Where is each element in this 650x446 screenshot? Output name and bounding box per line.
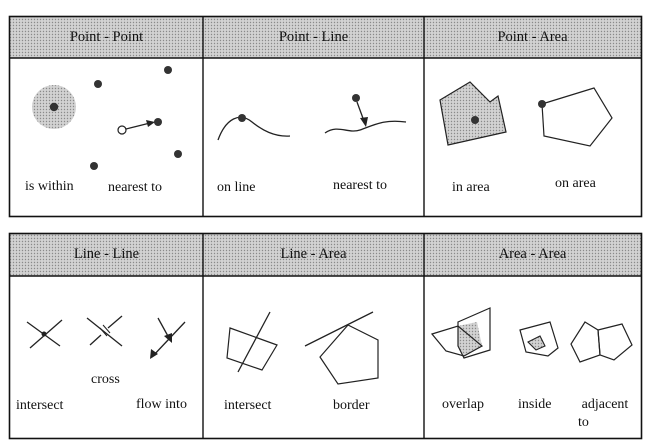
la-intersect-figure: [226, 311, 278, 373]
label-on-area: on area: [555, 176, 596, 191]
label-in-area: in area: [452, 180, 490, 195]
flow-into-figure: [150, 317, 186, 359]
label-adjacent-to: to: [578, 415, 589, 430]
label-is-within: is within: [25, 179, 74, 194]
header-line-line: Line - Line: [73, 246, 140, 262]
outer-area: [519, 321, 559, 357]
line-b: [107, 315, 123, 329]
area-a: [430, 325, 484, 357]
line: [217, 116, 291, 141]
inner-area: [527, 335, 546, 351]
label-flow-into: flow into: [136, 397, 187, 412]
border-figure: [304, 311, 379, 385]
label-overlap: overlap: [442, 397, 484, 412]
pp-nearest-to-figure: [90, 66, 182, 170]
point: [154, 118, 162, 126]
is-within-figure: [32, 85, 76, 129]
area: [541, 87, 613, 147]
top-panel-border: [8, 15, 643, 218]
header-point-line: Point - Line: [278, 29, 349, 45]
area-a: [570, 321, 601, 363]
adjacent-to-figure: [570, 321, 633, 363]
inside-figure: [519, 321, 559, 357]
top-header-bg: [10, 17, 642, 58]
label-pp-nearest-to: nearest to: [108, 180, 163, 195]
label-pl-nearest-to: nearest to: [333, 178, 388, 193]
in-area-figure: [439, 81, 507, 146]
intersection-point: [41, 331, 47, 337]
nearest-arrow: [125, 122, 151, 130]
overlap-region: [458, 322, 482, 356]
label-on-line: on line: [217, 180, 256, 195]
ll-intersect-figure: [26, 319, 63, 349]
point-on-boundary: [538, 100, 546, 108]
arrow-head: [146, 120, 155, 127]
line-a: [86, 317, 123, 347]
header-point-area: Point - Area: [497, 29, 568, 45]
line: [324, 120, 407, 134]
header-line-area: Line - Area: [280, 246, 347, 262]
arrow-head: [360, 117, 368, 127]
label-inside: inside: [518, 397, 552, 412]
point: [174, 150, 182, 158]
pl-nearest-to-figure: [324, 94, 407, 134]
point-on-line: [238, 114, 246, 122]
label-adjacent: adjacent: [581, 397, 629, 412]
bottom-panel-border: [8, 232, 643, 440]
header-area-area: Area - Area: [498, 246, 567, 262]
area: [319, 324, 379, 385]
label-la-intersect: intersect: [224, 398, 272, 413]
area-b: [457, 307, 491, 359]
label-ll-intersect: intersect: [16, 398, 64, 413]
point: [90, 162, 98, 170]
on-area-figure: [538, 87, 613, 147]
origin-point: [117, 125, 127, 135]
overlap-figure: [430, 307, 491, 359]
area-b: [597, 323, 633, 361]
bridge-mark: [99, 327, 108, 337]
on-line-figure: [217, 114, 291, 141]
crossing-line: [237, 311, 271, 373]
center-point: [49, 102, 59, 112]
top-panel: [8, 15, 643, 218]
arrow-head: [164, 333, 172, 343]
header-point-point: Point - Point: [69, 29, 144, 45]
bottom-header-bg: [10, 234, 642, 276]
area: [439, 81, 507, 146]
area: [226, 327, 278, 371]
tributary-line: [157, 317, 170, 339]
bridge-mark: [102, 324, 111, 334]
point: [352, 94, 360, 102]
arrow-head: [150, 349, 158, 359]
label-border: border: [333, 398, 370, 413]
point-in-area: [471, 116, 479, 124]
bottom-panel: [8, 232, 643, 440]
cross-figure: [86, 315, 123, 347]
point: [94, 80, 102, 88]
border-line: [304, 311, 374, 347]
point: [164, 66, 172, 74]
label-cross: cross: [91, 372, 120, 387]
line-b: [89, 334, 102, 346]
